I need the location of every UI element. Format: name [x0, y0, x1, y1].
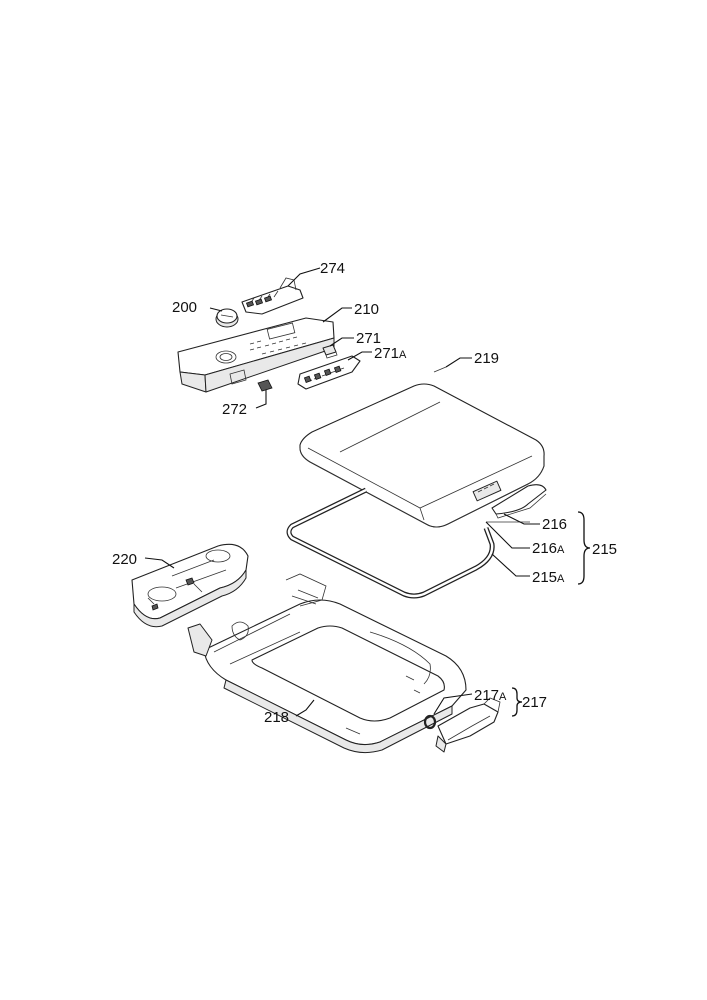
- part-220-detergent-housing: [131, 543, 249, 628]
- part-215a-gasket: [286, 487, 495, 599]
- label-271a-number: 271: [374, 345, 399, 362]
- label-217a: 217A: [474, 687, 507, 704]
- label-216a-number: 216: [532, 540, 557, 557]
- part-top-lid: [299, 383, 545, 528]
- label-215a-suffix: A: [557, 573, 565, 585]
- part-216-handle: [491, 484, 547, 519]
- label-217: 217: [522, 694, 547, 711]
- label-215a: 215A: [532, 569, 565, 586]
- part-200-knob: [215, 308, 239, 328]
- leader-lines: [144, 267, 540, 717]
- brace-215: [577, 511, 591, 585]
- part-210-control-panel: [177, 317, 335, 393]
- label-216a-suffix: A: [557, 544, 565, 556]
- label-216a: 216A: [532, 540, 565, 557]
- part-218-top-frame: [187, 573, 467, 754]
- label-272: 272: [222, 401, 247, 418]
- part-217a-clamp: [423, 714, 437, 730]
- label-271: 271: [356, 330, 381, 347]
- brace-217: [511, 687, 523, 717]
- label-217a-number: 217: [474, 687, 499, 704]
- label-219: 219: [474, 350, 499, 367]
- part-219-pin: [433, 366, 447, 373]
- label-271a: 271A: [374, 345, 407, 362]
- part-271-switch: [322, 344, 338, 359]
- label-215a-number: 215: [532, 569, 557, 586]
- label-200: 200: [172, 299, 197, 316]
- part-272-clip: [257, 379, 273, 392]
- label-218: 218: [264, 709, 289, 726]
- label-216: 216: [542, 516, 567, 533]
- label-217a-suffix: A: [499, 691, 507, 703]
- label-220: 220: [112, 551, 137, 568]
- label-274: 274: [320, 260, 345, 277]
- label-271a-suffix: A: [399, 349, 407, 361]
- part-271a-button-strip: [297, 355, 361, 390]
- part-274-board: [241, 277, 304, 315]
- label-215: 215: [592, 541, 617, 558]
- part-217-hose: [435, 697, 501, 753]
- label-210: 210: [354, 301, 379, 318]
